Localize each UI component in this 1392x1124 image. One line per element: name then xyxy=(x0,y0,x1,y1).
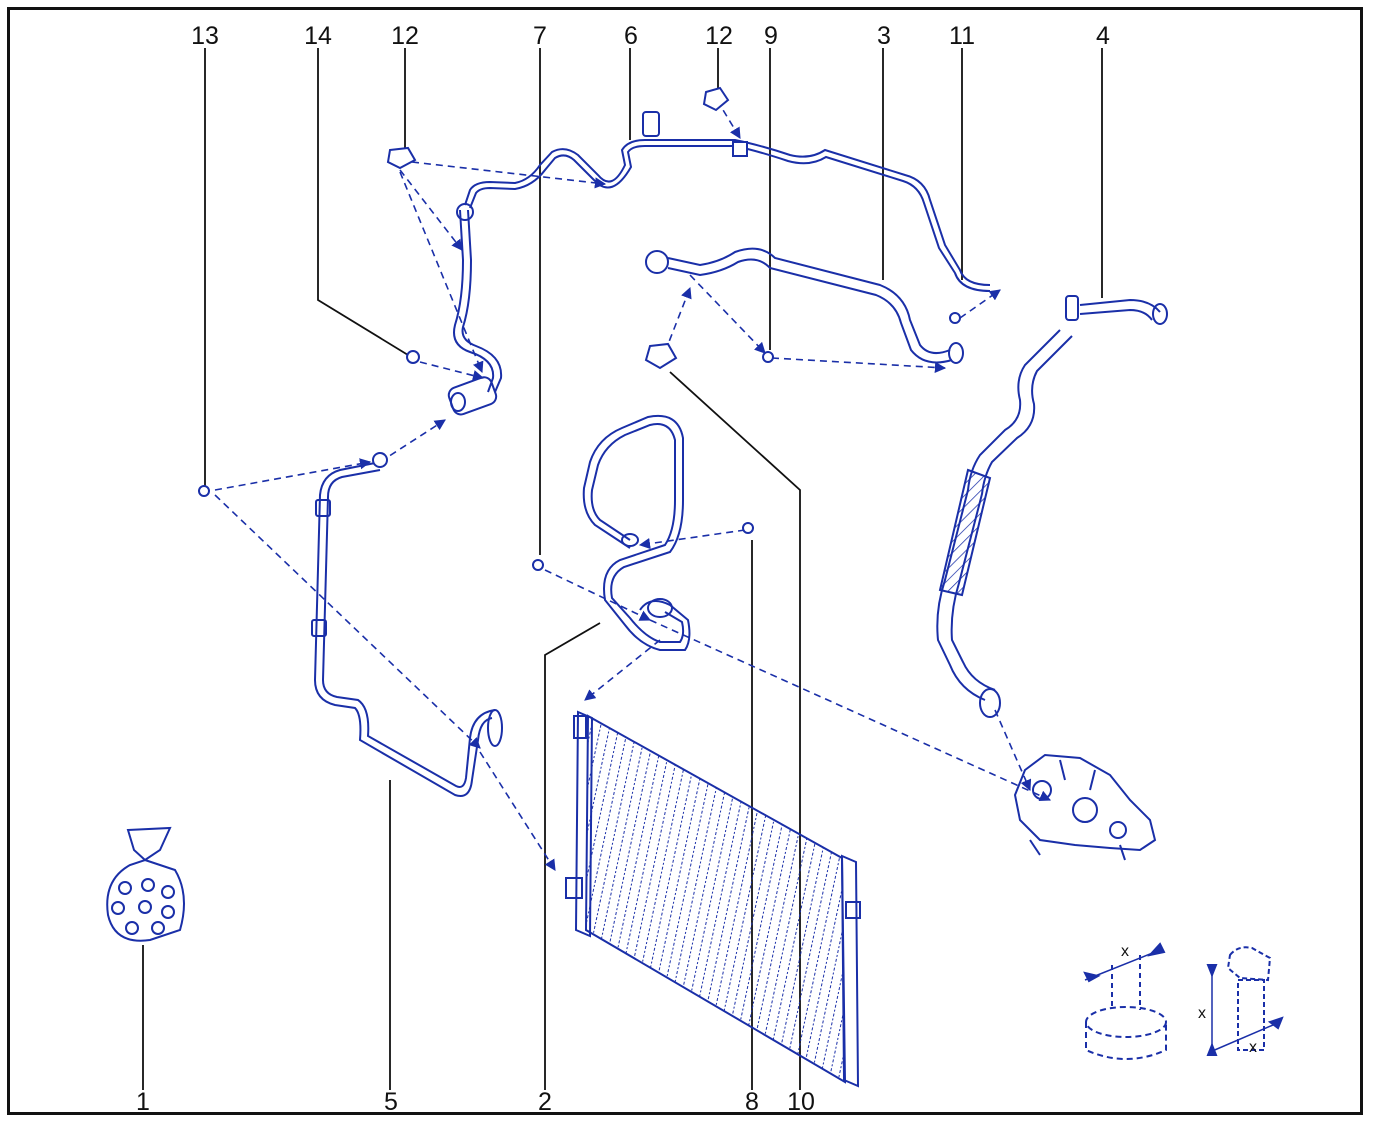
part-label-12-right: 12 xyxy=(705,22,733,50)
seal-kit-bag-icon xyxy=(106,826,185,942)
part-label-11: 11 xyxy=(949,22,975,50)
pipe-3 xyxy=(645,247,964,364)
condenser xyxy=(565,710,861,1088)
hose-4 xyxy=(936,295,1168,718)
part-label-13: 13 xyxy=(191,22,219,50)
part-label-3: 3 xyxy=(877,22,891,50)
bolt-height-dim-x: x xyxy=(1198,1005,1206,1022)
part-label-7: 7 xyxy=(533,22,547,50)
part-label-12-left: 12 xyxy=(391,22,419,50)
part-label-8: 8 xyxy=(745,1088,759,1116)
pipe-2 xyxy=(582,415,691,651)
fasteners xyxy=(198,86,961,571)
assembly-arrows xyxy=(214,99,1052,871)
washer-detail xyxy=(1083,942,1167,1060)
pipe-5 xyxy=(311,461,503,797)
part-label-1: 1 xyxy=(136,1088,150,1116)
compressor xyxy=(1013,753,1157,861)
part-label-10: 10 xyxy=(787,1088,815,1116)
pipe-14-upper xyxy=(447,203,503,416)
bolt-detail xyxy=(1206,946,1284,1056)
part-label-2: 2 xyxy=(538,1088,552,1116)
part-label-5: 5 xyxy=(384,1088,398,1116)
part-label-9: 9 xyxy=(764,22,778,50)
pipe-6 xyxy=(464,139,991,292)
bolt-width-dim-x: x xyxy=(1249,1039,1257,1056)
part-label-4: 4 xyxy=(1096,22,1110,50)
washer-dim-x: x xyxy=(1121,943,1129,960)
part-label-6: 6 xyxy=(624,22,638,50)
part-label-14: 14 xyxy=(304,22,332,50)
diagram-frame xyxy=(7,7,1363,1115)
